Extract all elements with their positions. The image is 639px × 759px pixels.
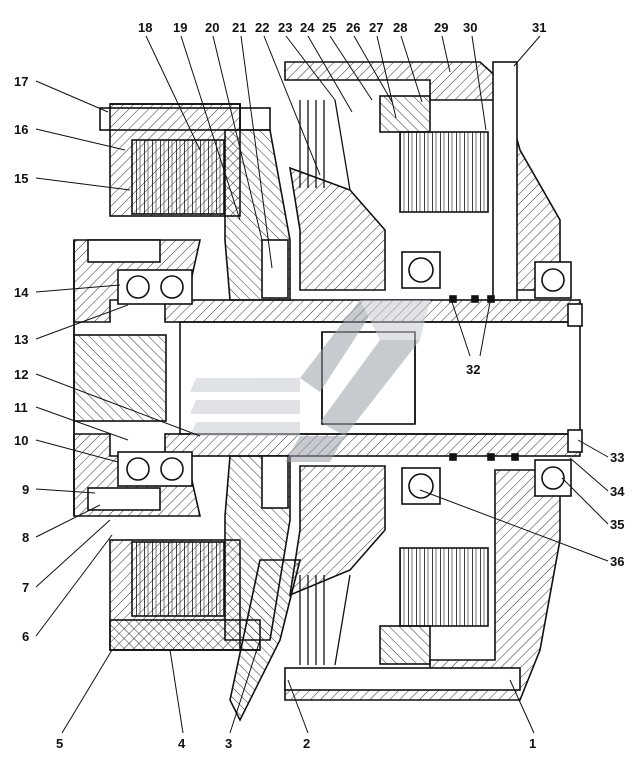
label-16: 16 bbox=[14, 122, 28, 137]
label-22: 22 bbox=[255, 20, 269, 35]
label-34: 34 bbox=[610, 484, 625, 499]
labels-top: 18 19 20 21 22 23 24 25 26 27 28 29 30 3… bbox=[138, 20, 546, 35]
label-11: 11 bbox=[14, 400, 28, 415]
label-4: 4 bbox=[178, 736, 186, 751]
label-36: 36 bbox=[610, 554, 624, 569]
right-bearing-inner-upper bbox=[401, 251, 441, 289]
label-19: 19 bbox=[173, 20, 187, 35]
right-bearing-outer-lower bbox=[534, 459, 572, 497]
label-27: 27 bbox=[369, 20, 383, 35]
label-24: 24 bbox=[300, 20, 315, 35]
right-rod bbox=[492, 61, 518, 301]
bolt-upper bbox=[87, 239, 161, 263]
label-26: 26 bbox=[346, 20, 360, 35]
seal-lower bbox=[261, 455, 289, 509]
labels-bottom: 5 4 3 2 1 bbox=[56, 736, 536, 751]
center-hub-upper bbox=[288, 166, 386, 291]
label-32: 32 bbox=[466, 362, 480, 377]
labels-right: 32 33 34 35 36 bbox=[466, 362, 625, 569]
left-disc-pack-lower bbox=[131, 541, 225, 617]
label-29: 29 bbox=[434, 20, 448, 35]
bolt-lower bbox=[87, 487, 161, 511]
left-hub-bore bbox=[73, 334, 167, 422]
right-bearing-inner-lower bbox=[401, 467, 441, 505]
label-20: 20 bbox=[205, 20, 219, 35]
label-30: 30 bbox=[463, 20, 477, 35]
right-housing-lower bbox=[284, 469, 561, 701]
label-33: 33 bbox=[610, 450, 624, 465]
label-9: 9 bbox=[22, 482, 29, 497]
seal-rings bbox=[449, 295, 519, 461]
left-disc-pack-upper bbox=[131, 139, 225, 215]
springs-lower bbox=[299, 574, 351, 666]
label-8: 8 bbox=[22, 530, 29, 545]
end-plug bbox=[567, 429, 583, 453]
shaft-lower-wall bbox=[164, 433, 581, 457]
label-17: 17 bbox=[14, 74, 28, 89]
bolt-bottom bbox=[284, 667, 521, 691]
label-23: 23 bbox=[278, 20, 292, 35]
label-35: 35 bbox=[610, 517, 624, 532]
label-28: 28 bbox=[393, 20, 407, 35]
label-21: 21 bbox=[232, 20, 246, 35]
right-piston-upper bbox=[379, 95, 431, 133]
label-13: 13 bbox=[14, 332, 28, 347]
cross-section bbox=[73, 61, 583, 722]
label-18: 18 bbox=[138, 20, 152, 35]
label-1: 1 bbox=[529, 736, 536, 751]
end-plug-upper bbox=[567, 303, 583, 327]
label-15: 15 bbox=[14, 171, 28, 186]
seal-upper bbox=[261, 239, 289, 299]
left-bearing-lower bbox=[117, 451, 193, 487]
right-disc-pack-lower bbox=[399, 547, 489, 627]
label-2: 2 bbox=[303, 736, 310, 751]
label-5: 5 bbox=[56, 736, 63, 751]
labels-left: 17 16 15 14 13 12 11 10 9 8 7 6 bbox=[14, 74, 29, 644]
right-bearing-outer-upper bbox=[534, 261, 572, 299]
center-hub-lower bbox=[288, 465, 386, 597]
label-10: 10 bbox=[14, 433, 28, 448]
label-31: 31 bbox=[532, 20, 546, 35]
right-disc-pack-upper bbox=[399, 131, 489, 213]
leader-lines bbox=[35, 35, 609, 734]
label-25: 25 bbox=[322, 20, 336, 35]
watermark-logo bbox=[190, 300, 430, 462]
label-3: 3 bbox=[225, 736, 232, 751]
label-12: 12 bbox=[14, 367, 28, 382]
label-7: 7 bbox=[22, 580, 29, 595]
outline bbox=[73, 103, 260, 651]
label-14: 14 bbox=[14, 285, 29, 300]
label-6: 6 bbox=[22, 629, 29, 644]
left-bearing-upper bbox=[117, 269, 193, 305]
right-piston-lower bbox=[379, 625, 431, 665]
